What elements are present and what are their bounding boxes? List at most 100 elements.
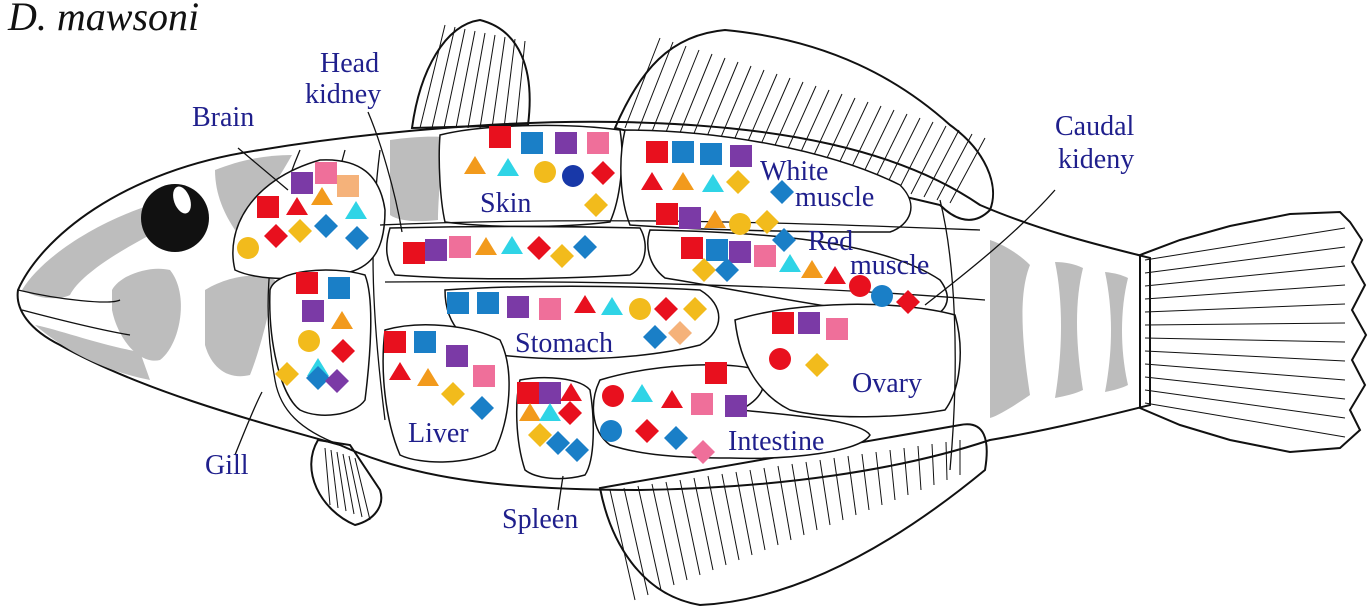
red-muscle-square-pink-marker bbox=[754, 245, 776, 267]
head-kidney-square-pink-marker bbox=[449, 236, 471, 258]
fin-ray bbox=[885, 118, 920, 188]
liver-square-purple-marker bbox=[446, 345, 468, 367]
label-head-kidney-line2: kidney bbox=[305, 79, 381, 110]
label-white-muscle-line2: muscle bbox=[795, 182, 874, 213]
fin-ray bbox=[652, 484, 674, 585]
fin-ray bbox=[1145, 338, 1345, 342]
stomach-circle-yellow-marker bbox=[629, 298, 651, 320]
fin-ray bbox=[420, 25, 445, 128]
pelvic-fin bbox=[311, 440, 381, 525]
label-ovary: Ovary bbox=[852, 368, 922, 399]
red-muscle-circle-yellow-marker bbox=[729, 213, 751, 235]
fin-ray bbox=[331, 450, 338, 508]
fin-ray bbox=[625, 38, 660, 128]
spleen-square-red-marker bbox=[517, 382, 539, 404]
fin-ray bbox=[1145, 228, 1345, 260]
fin-ray bbox=[690, 58, 725, 143]
liver-square-pink-marker bbox=[473, 365, 495, 387]
fin-ray bbox=[792, 464, 804, 535]
label-intestine: Intestine bbox=[728, 426, 824, 457]
brain-circle-yellow-marker bbox=[237, 237, 259, 259]
fin-ray bbox=[349, 456, 362, 517]
skin-square-red-marker bbox=[489, 126, 511, 148]
label-red-muscle-line2: muscle bbox=[850, 250, 929, 281]
fin-ray bbox=[1145, 390, 1345, 418]
fin-ray bbox=[764, 468, 778, 545]
white-muscle-square-red-marker bbox=[646, 141, 668, 163]
red-muscle-square-red-marker bbox=[681, 237, 703, 259]
fin-ray bbox=[492, 37, 505, 128]
fin-ray bbox=[932, 444, 934, 485]
fin-ray bbox=[950, 138, 985, 203]
white-muscle-square-blue-marker bbox=[700, 143, 722, 165]
fin-ray bbox=[504, 39, 515, 128]
fin-ray bbox=[911, 126, 946, 194]
fin-ray bbox=[638, 42, 673, 131]
red-muscle-square-purple-marker bbox=[729, 241, 751, 263]
fin-ray bbox=[1145, 323, 1345, 325]
fin-ray bbox=[918, 446, 921, 490]
fin-ray bbox=[898, 122, 933, 191]
skin-square-purple-marker bbox=[555, 132, 577, 154]
intestine-circle-red-marker bbox=[602, 385, 624, 407]
gill-square-red-marker bbox=[296, 272, 318, 294]
ovary-circle-red-marker bbox=[769, 348, 791, 370]
fin-ray bbox=[862, 454, 869, 510]
caudal-fin bbox=[1140, 212, 1366, 452]
fin-ray bbox=[924, 130, 959, 197]
species-title: D. mawsoni bbox=[7, 0, 199, 39]
red-muscle-square-purple-marker bbox=[679, 207, 701, 229]
intestine-square-pink-marker bbox=[691, 393, 713, 415]
fin-ray bbox=[444, 29, 465, 128]
fin-ray bbox=[1145, 364, 1345, 380]
intestine-square-purple-marker bbox=[725, 395, 747, 417]
label-spleen: Spleen bbox=[502, 504, 578, 535]
liver-square-blue-marker bbox=[414, 331, 436, 353]
fin-ray bbox=[651, 46, 686, 134]
ovary-square-purple-marker bbox=[798, 312, 820, 334]
label-red-muscle-line1: Red bbox=[808, 226, 853, 257]
ovary-square-red-marker bbox=[772, 312, 794, 334]
fin-ray bbox=[624, 488, 648, 595]
fin-ray bbox=[806, 462, 817, 530]
fin-ray bbox=[848, 456, 856, 515]
ovary-square-pink-marker bbox=[826, 318, 848, 340]
fin-ray bbox=[325, 448, 330, 505]
label-caudal-kidney-line1: Caudal bbox=[1055, 111, 1135, 142]
fin-ray bbox=[1145, 351, 1345, 361]
fin-ray bbox=[890, 450, 895, 500]
label-gill: Gill bbox=[205, 450, 249, 481]
stomach-square-blue-marker bbox=[447, 292, 469, 314]
fin-ray bbox=[694, 478, 713, 570]
intestine-square-red-marker bbox=[705, 362, 727, 384]
stomach-square-purple-marker bbox=[507, 296, 529, 318]
fin-ray bbox=[876, 452, 882, 505]
fin-ray bbox=[1145, 285, 1345, 299]
brain-square-pink-marker bbox=[315, 162, 337, 184]
gill-circle-yellow-marker bbox=[298, 330, 320, 352]
dorsal-fin-front bbox=[412, 20, 530, 128]
fin-ray bbox=[708, 476, 726, 565]
red-muscle-square-blue-marker bbox=[706, 239, 728, 261]
label-skin: Skin bbox=[480, 188, 531, 219]
fin-ray bbox=[820, 460, 830, 525]
label-liver: Liver bbox=[408, 418, 469, 449]
head-kidney-square-red-marker bbox=[403, 242, 425, 264]
fin-ray bbox=[355, 458, 370, 520]
gill-region bbox=[270, 270, 371, 415]
label-stomach: Stomach bbox=[515, 328, 613, 359]
stomach-square-blue-marker bbox=[477, 292, 499, 314]
eye bbox=[141, 184, 209, 252]
brain-square-purple-marker bbox=[291, 172, 313, 194]
fin-ray bbox=[1145, 304, 1345, 312]
fin-ray bbox=[946, 442, 947, 480]
fin-ray bbox=[750, 470, 765, 550]
red-muscle-circle-blue-marker bbox=[871, 285, 893, 307]
label-caudal-kidney-line2: kideny bbox=[1058, 144, 1134, 175]
fin-ray bbox=[456, 31, 475, 128]
fin-ray bbox=[904, 448, 908, 495]
intestine-circle-blue-marker bbox=[600, 420, 622, 442]
fin-ray bbox=[834, 458, 843, 520]
white-muscle-square-blue-marker bbox=[672, 141, 694, 163]
fin-ray bbox=[703, 62, 738, 146]
